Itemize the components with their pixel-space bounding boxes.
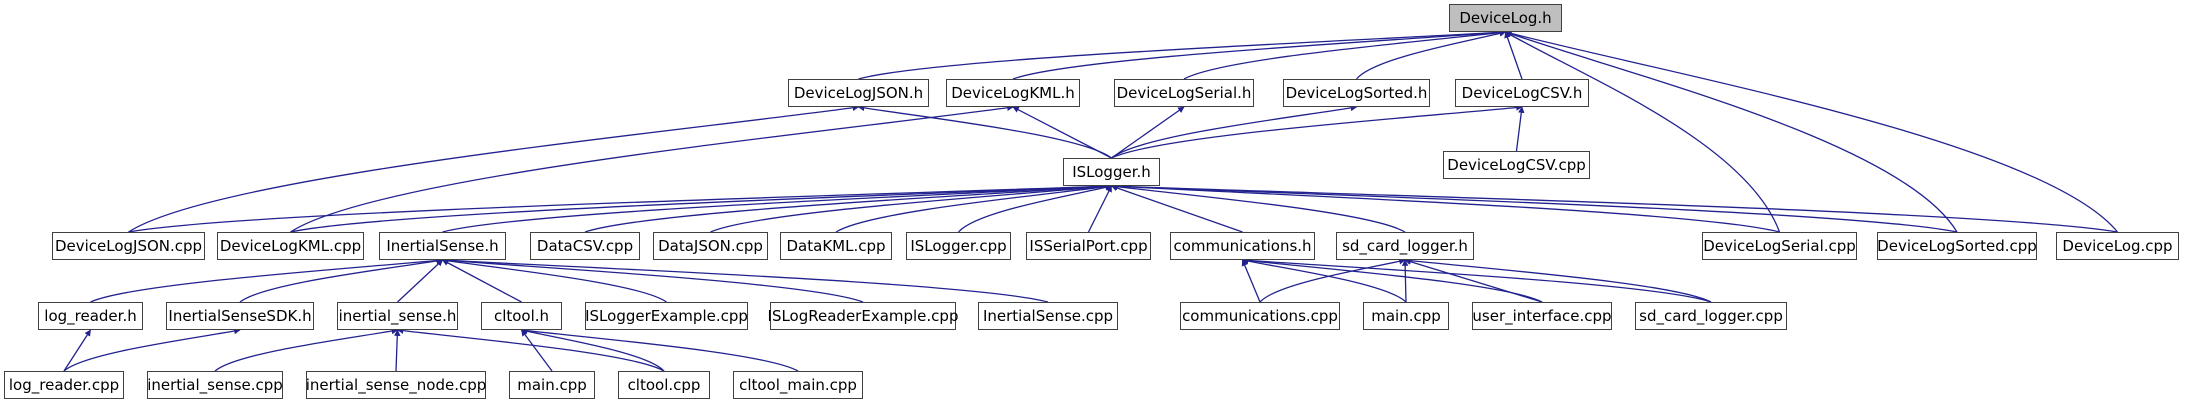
graph-node-cltool-cpp[interactable]: cltool.cpp <box>618 371 710 399</box>
edge-n9-to-n2 <box>290 104 1014 233</box>
edge-n3-to-n0 <box>1183 29 1507 80</box>
edge-n36-to-n23 <box>396 327 665 372</box>
graph-node-main-cpp[interactable]: main.cpp <box>509 371 595 399</box>
edge-n7-to-n5 <box>1515 106 1525 152</box>
edge-n1-to-n0 <box>858 29 1507 80</box>
edge-n31-to-n17 <box>1404 257 1712 303</box>
edge-n8-to-n1 <box>128 104 860 233</box>
edge-n32-to-n22 <box>63 327 241 372</box>
edge-n2-to-n0 <box>1012 29 1507 80</box>
edge-n11-to-n6 <box>584 183 1113 233</box>
graph-node-devicelogjson-cpp[interactable]: DeviceLogJSON.cpp <box>52 232 205 260</box>
edge-n34-to-n23 <box>394 329 401 372</box>
graph-node-devicelogsorted-cpp[interactable]: DeviceLogSorted.cpp <box>1877 232 2037 260</box>
graph-node-inertialsense-h[interactable]: InertialSense.h <box>379 232 506 260</box>
edge-n6-to-n4 <box>1111 104 1358 159</box>
graph-node-cltool-h[interactable]: cltool.h <box>481 302 562 330</box>
graph-node-datakml-cpp[interactable]: DataKML.cpp <box>780 232 892 260</box>
edge-n31-to-n16 <box>1241 257 1712 303</box>
edge-n30-to-n16 <box>1241 257 1543 303</box>
graph-node-devicelogsorted-h[interactable]: DeviceLogSorted.h <box>1283 79 1430 107</box>
edge-n5-to-n0 <box>1504 31 1523 80</box>
edge-n14-to-n6 <box>958 184 1113 233</box>
edge-n9-to-n6 <box>290 183 1113 233</box>
edge-n6-to-n3 <box>1111 106 1185 159</box>
edge-n18-to-n6 <box>1110 183 1780 233</box>
edge-n30-to-n17 <box>1404 258 1543 303</box>
edge-n6-to-n5 <box>1111 104 1523 159</box>
graph-node-inertial-sense-node-cpp[interactable]: inertial_sense_node.cpp <box>306 371 486 399</box>
graph-node-devicelog-h[interactable]: DeviceLog.h <box>1449 4 1562 32</box>
edge-n15-to-n6 <box>1087 185 1113 233</box>
graph-node-devicelogserial-h[interactable]: DeviceLogSerial.h <box>1114 79 1254 107</box>
edge-n20-to-n6 <box>1110 182 2118 233</box>
edge-n16-to-n6 <box>1110 184 1243 233</box>
graph-node-main-cpp[interactable]: main.cpp <box>1363 302 1449 330</box>
edge-n10-to-n6 <box>442 183 1113 233</box>
graph-node-cltool-main-cpp[interactable]: cltool_main.cpp <box>733 371 863 399</box>
edge-n13-to-n6 <box>835 183 1113 233</box>
graph-node-sd-card-logger-cpp[interactable]: sd_card_logger.cpp <box>1635 302 1787 330</box>
edge-n12-to-n6 <box>710 183 1113 233</box>
graph-node-devicelogcsv-cpp[interactable]: DeviceLogCSV.cpp <box>1443 151 1590 179</box>
edge-n24-to-n10 <box>441 259 522 303</box>
edge-n4-to-n0 <box>1356 30 1507 80</box>
graph-node-devicelogkml-cpp[interactable]: DeviceLogKML.cpp <box>217 232 364 260</box>
edge-n18-to-n0 <box>1504 31 1781 233</box>
graph-node-datajson-cpp[interactable]: DataJSON.cpp <box>653 232 768 260</box>
graph-node-islogger-h[interactable]: ISLogger.h <box>1063 158 1160 186</box>
graph-node-inertialsensesdk-h[interactable]: InertialSenseSDK.h <box>166 302 314 330</box>
graph-node-devicelogkml-h[interactable]: DeviceLogKML.h <box>946 79 1080 107</box>
graph-node-islogreaderexample-cpp[interactable]: ISLogReaderExample.cpp <box>768 302 958 330</box>
edge-n28-to-n16 <box>1241 259 1261 303</box>
edge-n25-to-n10 <box>441 257 667 303</box>
edge-n20-to-n0 <box>1504 30 2119 233</box>
graph-node-islogger-cpp[interactable]: ISLogger.cpp <box>906 232 1011 260</box>
graph-node-devicelogcsv-h[interactable]: DeviceLogCSV.h <box>1455 79 1589 107</box>
graph-node-inertial-sense-h[interactable]: inertial_sense.h <box>337 302 458 330</box>
graph-node-devicelogserial-cpp[interactable]: DeviceLogSerial.cpp <box>1702 232 1857 260</box>
edge-n19-to-n0 <box>1504 30 1958 233</box>
graph-node-datacsv-cpp[interactable]: DataCSV.cpp <box>530 232 640 260</box>
graph-node-inertial-sense-cpp[interactable]: inertial_sense.cpp <box>147 371 283 399</box>
edge-n35-to-n24 <box>520 329 553 372</box>
edge-n17-to-n6 <box>1110 183 1406 233</box>
edge-n32-to-n21 <box>63 329 92 372</box>
graph-node-communications-cpp[interactable]: communications.cpp <box>1180 302 1340 330</box>
edge-n8-to-n6 <box>128 182 1113 233</box>
graph-node-log-reader-h[interactable]: log_reader.h <box>38 302 143 330</box>
graph-node-inertialsense-cpp[interactable]: InertialSense.cpp <box>978 302 1118 330</box>
edge-n22-to-n10 <box>239 257 444 303</box>
edge-n28-to-n17 <box>1259 258 1406 303</box>
graph-node-isserialport-cpp[interactable]: ISSerialPort.cpp <box>1026 232 1151 260</box>
edge-n29-to-n17 <box>1401 259 1409 303</box>
edge-n36-to-n24 <box>520 328 665 372</box>
graph-node-devicelogjson-h[interactable]: DeviceLogJSON.h <box>788 79 929 107</box>
edge-n29-to-n16 <box>1241 257 1407 303</box>
graph-node-log-reader-cpp[interactable]: log_reader.cpp <box>4 371 124 399</box>
edge-n19-to-n6 <box>1110 183 1958 233</box>
graph-node-devicelog-cpp[interactable]: DeviceLog.cpp <box>2056 232 2179 260</box>
edge-n37-to-n24 <box>520 327 799 372</box>
edge-n6-to-n2 <box>1012 106 1112 159</box>
edge-n26-to-n10 <box>441 257 864 303</box>
edge-n21-to-n10 <box>90 257 444 303</box>
graph-node-user-interface-cpp[interactable]: user_interface.cpp <box>1472 302 1612 330</box>
edge-n33-to-n23 <box>214 327 399 372</box>
graph-node-sd-card-logger-h[interactable]: sd_card_logger.h <box>1336 232 1474 260</box>
graph-node-communications-h[interactable]: communications.h <box>1170 232 1315 260</box>
graph-node-isloggerexample-cpp[interactable]: ISLoggerExample.cpp <box>585 302 748 330</box>
edge-n27-to-n10 <box>441 257 1049 303</box>
edge-n23-to-n10 <box>397 259 443 303</box>
edge-n6-to-n1 <box>857 104 1112 159</box>
